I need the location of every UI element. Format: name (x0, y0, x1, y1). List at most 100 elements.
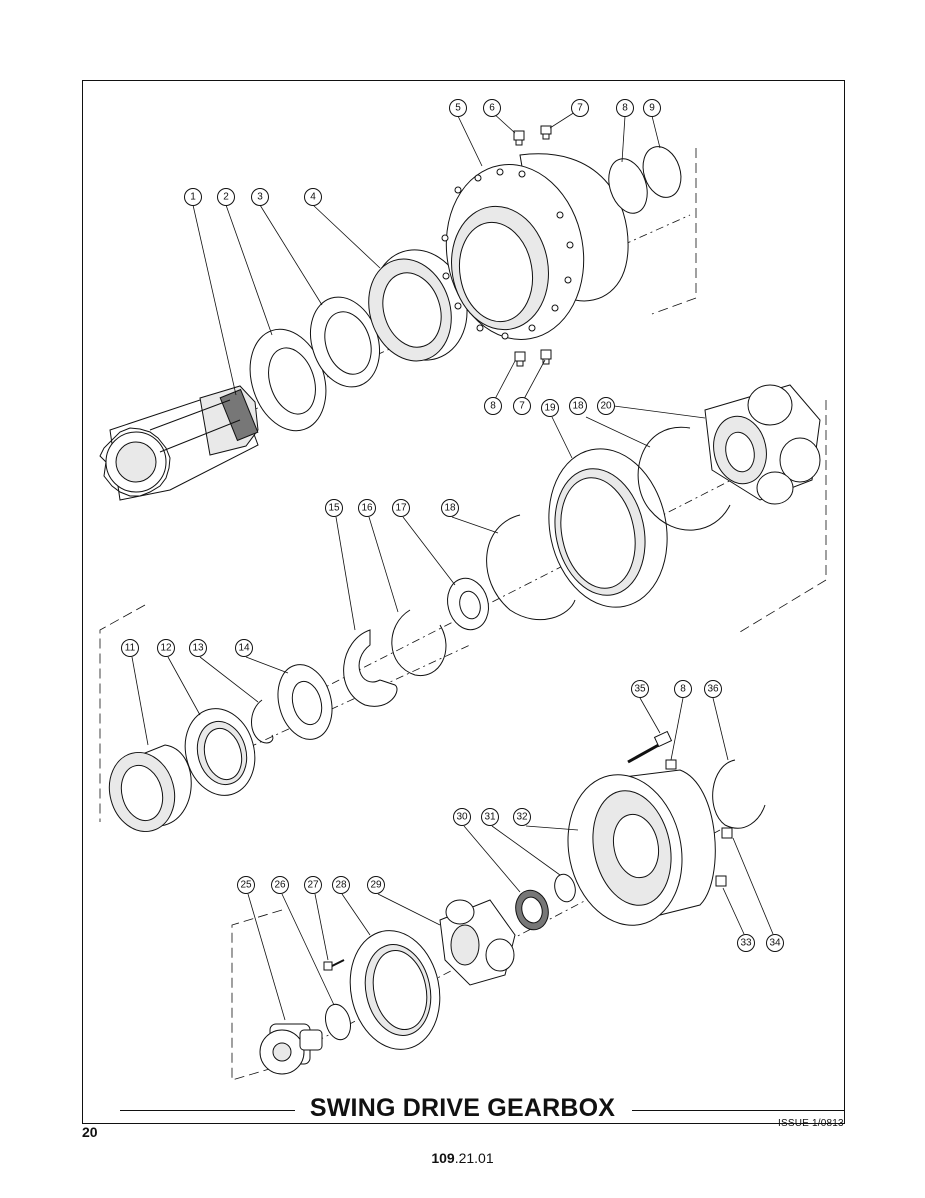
callout-19: 19 (541, 399, 559, 417)
part-13-circlip (251, 699, 274, 744)
part-18-snap-ring-upper (637, 426, 731, 531)
callout-27: 27 (304, 876, 322, 894)
callout-2: 2 (217, 188, 235, 206)
callout-circle (513, 808, 531, 826)
callout-text: 33 (740, 938, 752, 949)
callout-15: 15 (325, 499, 343, 517)
assembly-boundary-left (99, 604, 146, 822)
callout-circle (449, 99, 467, 117)
callout-circle (121, 639, 139, 657)
callout-circle (484, 397, 502, 415)
callout-18: 18 (569, 397, 587, 415)
callout-35: 35 (631, 680, 649, 698)
callout-18: 18 (441, 499, 459, 517)
drawing-frame (82, 80, 845, 1124)
callout-circle (513, 397, 531, 415)
callout-text: 28 (335, 880, 347, 891)
callout-5: 5 (449, 99, 467, 117)
part-25-sun-gear (259, 1023, 323, 1075)
callout-8: 8 (674, 680, 692, 698)
footer-rule-left (120, 1110, 295, 1111)
callout-text: 27 (307, 880, 319, 891)
callout-8: 8 (484, 397, 502, 415)
callout-text: 1 (190, 192, 196, 203)
callout-text: 30 (456, 812, 468, 823)
callout-7: 7 (513, 397, 531, 415)
callout-36: 36 (704, 680, 722, 698)
callout-text: 31 (484, 812, 496, 823)
callout-text: 29 (370, 880, 382, 891)
callout-text: 25 (240, 880, 252, 891)
callout-25: 25 (237, 876, 255, 894)
page-number: 20 (82, 1124, 98, 1140)
callout-text: 12 (160, 643, 172, 654)
part-9-o-ring (642, 146, 682, 198)
callout-circle (631, 680, 649, 698)
callout-31: 31 (481, 808, 499, 826)
callout-14: 14 (235, 639, 253, 657)
part-28-ring-gear (349, 930, 441, 1050)
assembly-boundary-ring (739, 400, 827, 633)
callout-1: 1 (184, 188, 202, 206)
callout-circle (392, 499, 410, 517)
callout-circle (643, 99, 661, 117)
callout-circle (271, 876, 289, 894)
part-8-o-ring (608, 158, 648, 214)
issue-label: ISSUE 1/0813 (778, 1118, 844, 1129)
part-12-seal (184, 708, 256, 796)
callout-circle (304, 188, 322, 206)
callout-text: 15 (328, 503, 340, 514)
callout-circle (217, 188, 235, 206)
callout-6: 6 (483, 99, 501, 117)
callout-text: 13 (192, 643, 204, 654)
callout-9: 9 (643, 99, 661, 117)
callout-circle (325, 499, 343, 517)
callout-text: 18 (444, 503, 456, 514)
part-34-plug (721, 827, 733, 839)
callout-text: 19 (544, 403, 556, 414)
leader-lines (131, 111, 774, 1021)
callout-28: 28 (332, 876, 350, 894)
part-26-circlip (325, 1003, 351, 1041)
assembly-boundary-lower (231, 909, 301, 1081)
callout-circle (304, 876, 322, 894)
callout-text: 35 (634, 684, 646, 695)
callout-text: 26 (274, 880, 286, 891)
part-16-retaining-ring (391, 609, 447, 676)
callout-circle (184, 188, 202, 206)
part-7-plug-bottom (540, 349, 552, 365)
callout-circle (332, 876, 350, 894)
callout-11: 11 (121, 639, 139, 657)
callout-34: 34 (766, 934, 784, 952)
callout-circle (569, 397, 587, 415)
callout-circle (766, 934, 784, 952)
callout-circle (541, 399, 559, 417)
callout-text: 16 (361, 503, 373, 514)
callout-text: 34 (769, 938, 781, 949)
callout-text: 4 (310, 192, 316, 203)
callout-4: 4 (304, 188, 322, 206)
callout-circle (453, 808, 471, 826)
part-20-planet-carrier (704, 384, 821, 505)
callout-text: 18 (572, 401, 584, 412)
callout-circle (358, 499, 376, 517)
callout-13: 13 (189, 639, 207, 657)
callout-circle (189, 639, 207, 657)
callout-text: 20 (600, 401, 612, 412)
part-2-thrust-washer (249, 328, 327, 432)
callout-circle (237, 876, 255, 894)
part-29-planet-carrier (439, 899, 516, 986)
part-19-ring-gear (548, 448, 668, 608)
callout-text: 32 (516, 812, 528, 823)
callout-text: 8 (490, 401, 496, 412)
part-7-plug-top (540, 125, 552, 140)
callout-circle (483, 99, 501, 117)
callout-text: 8 (622, 103, 628, 114)
callout-16: 16 (358, 499, 376, 517)
callout-circle (235, 639, 253, 657)
axis-line-2 (299, 444, 801, 701)
callout-29: 29 (367, 876, 385, 894)
part-35-bolt (627, 730, 673, 764)
